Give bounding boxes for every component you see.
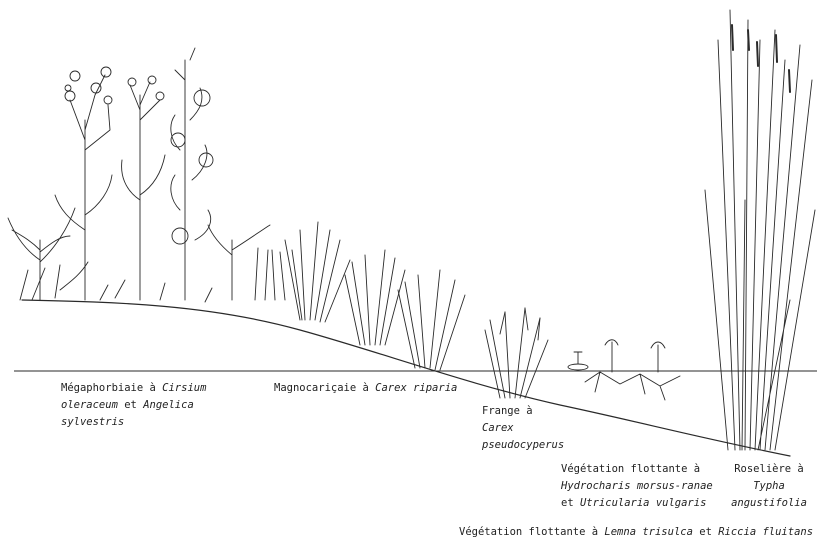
- species-name: Cirsium: [162, 382, 206, 394]
- label-text: et: [561, 497, 580, 509]
- label-text: Végétation flottante à: [459, 526, 604, 538]
- species-name: Riccia fluitans: [718, 526, 813, 538]
- label-magnocaricaie: Magnocariçaie à Carex riparia: [274, 380, 457, 397]
- megaphorbiaie-plants: [8, 48, 285, 302]
- roseliere-plants: [705, 10, 815, 450]
- label-vegetation-flottante-lemna: Végétation flottante à Lemna trisulca et…: [459, 524, 813, 541]
- species-name: Hydrocharis morsus-ranae: [561, 480, 713, 492]
- species-name: angustifolia: [731, 497, 807, 509]
- species-name: Carex: [482, 422, 514, 434]
- label-text: Frange à: [482, 403, 564, 420]
- ground-profile: [22, 300, 790, 456]
- label-roseliere: Roselière à Typha angustifolia: [724, 461, 814, 512]
- label-vegetation-flottante-hydrocharis: Végétation flottante à Hydrocharis morsu…: [561, 461, 713, 512]
- label-text: Mégaphorbiaie à: [61, 382, 162, 394]
- label-text: Roselière à: [724, 461, 814, 478]
- species-name: Typha: [753, 480, 785, 492]
- label-text: et: [118, 399, 143, 411]
- species-name: sylvestris: [61, 416, 124, 428]
- frange-plants: [485, 308, 548, 398]
- magnocaricaie-plants: [285, 222, 465, 370]
- species-name: Angelica: [143, 399, 194, 411]
- floating-plants: [568, 340, 680, 400]
- species-name: Utricularia vulgaris: [580, 497, 706, 509]
- label-megaphorbiaie: Mégaphorbiaie à Cirsium oleraceum et Ang…: [61, 380, 206, 431]
- species-name: oleraceum: [61, 399, 118, 411]
- species-name: Carex riparia: [375, 382, 457, 394]
- label-frange: Frange à Carex pseudocyperus: [482, 403, 564, 454]
- label-text: Magnocariçaie à: [274, 382, 375, 394]
- species-name: pseudocyperus: [482, 439, 564, 451]
- species-name: Lemna trisulca: [604, 526, 693, 538]
- label-text: Végétation flottante à: [561, 461, 713, 478]
- label-text: et: [693, 526, 718, 538]
